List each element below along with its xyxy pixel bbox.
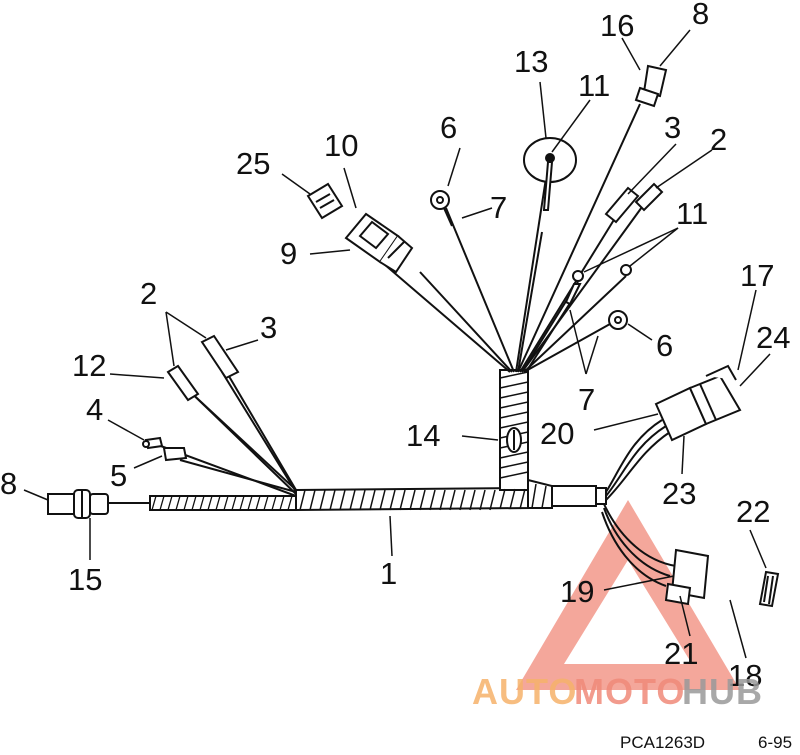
left-end-connector bbox=[47, 489, 109, 519]
callout-6-top: 6 bbox=[440, 110, 457, 145]
watermark-logo: AUTO MOTO HUB bbox=[472, 671, 763, 712]
ring-terminal-6-top bbox=[430, 190, 453, 227]
callout-2-left: 2 bbox=[140, 276, 157, 311]
connector-8-top bbox=[634, 64, 668, 108]
main-harness-trunk bbox=[295, 369, 607, 512]
trunk-wrap-lines bbox=[299, 371, 547, 511]
callout-7-top: 7 bbox=[490, 190, 507, 225]
callout-21: 21 bbox=[664, 636, 698, 671]
right-cable-to-connector-20 bbox=[605, 419, 671, 501]
watermark-text-moto: MOTO bbox=[574, 671, 685, 712]
part-code: PCA1263D bbox=[620, 733, 705, 752]
callout-3-upper: 3 bbox=[664, 110, 681, 145]
callout-11-top: 11 bbox=[578, 68, 610, 103]
connector-9-10 bbox=[344, 212, 414, 274]
pin-terminals-11 bbox=[564, 264, 632, 306]
callout-14: 14 bbox=[406, 418, 440, 453]
callout-18: 18 bbox=[728, 658, 762, 693]
callout-6-right: 6 bbox=[656, 328, 673, 363]
ring-terminal-6-right bbox=[608, 310, 628, 330]
callout-5: 5 bbox=[110, 458, 127, 493]
callout-8-top: 8 bbox=[692, 0, 709, 31]
leader-lines bbox=[23, 29, 771, 659]
connector-18 bbox=[664, 548, 710, 606]
watermark-text-auto: AUTO bbox=[472, 671, 577, 712]
callout-9: 9 bbox=[280, 236, 297, 271]
left-cable-wrap-lines bbox=[151, 495, 293, 511]
callout-12: 12 bbox=[72, 348, 106, 383]
part-22-pins bbox=[758, 570, 780, 608]
callout-8-left: 8 bbox=[0, 466, 17, 501]
callout-3-left: 3 bbox=[260, 310, 277, 345]
callout-25: 25 bbox=[236, 146, 270, 181]
connector-25 bbox=[306, 182, 344, 220]
callout-labels: 1 2 3 12 4 5 8 15 14 6 7 9 10 25 13 11 1… bbox=[0, 0, 790, 693]
callout-11-right: 11 bbox=[676, 196, 708, 231]
callout-24: 24 bbox=[756, 320, 790, 355]
watermark-triangle bbox=[516, 500, 740, 690]
callout-7-right: 7 bbox=[578, 382, 595, 417]
connector-20 bbox=[654, 364, 742, 442]
callout-22: 22 bbox=[736, 494, 770, 529]
callout-15: 15 bbox=[68, 562, 102, 597]
terminal-2-left-a bbox=[166, 364, 200, 402]
callout-10: 10 bbox=[324, 128, 358, 163]
date-code: 6-95 bbox=[758, 733, 792, 752]
callout-17: 17 bbox=[740, 258, 774, 293]
terminal-2-upper bbox=[634, 182, 664, 212]
branch-grommet bbox=[506, 427, 522, 453]
terminal-3-left bbox=[200, 334, 240, 380]
callout-2-upper: 2 bbox=[710, 122, 727, 157]
callout-23: 23 bbox=[662, 476, 696, 511]
callout-1: 1 bbox=[380, 556, 397, 591]
terminal-5-left bbox=[162, 447, 188, 462]
callout-20: 20 bbox=[540, 416, 574, 451]
watermark-text-hub: HUB bbox=[682, 671, 763, 712]
callout-4: 4 bbox=[86, 392, 103, 427]
callout-16: 16 bbox=[600, 8, 634, 43]
callout-13: 13 bbox=[514, 44, 548, 79]
callout-19: 19 bbox=[560, 574, 594, 609]
terminal-3-upper bbox=[604, 186, 640, 224]
lower-right-cable bbox=[601, 503, 677, 587]
upper-wire-fan bbox=[383, 103, 651, 373]
terminal-4-left bbox=[142, 436, 164, 450]
terminal-disc-13 bbox=[523, 137, 577, 211]
